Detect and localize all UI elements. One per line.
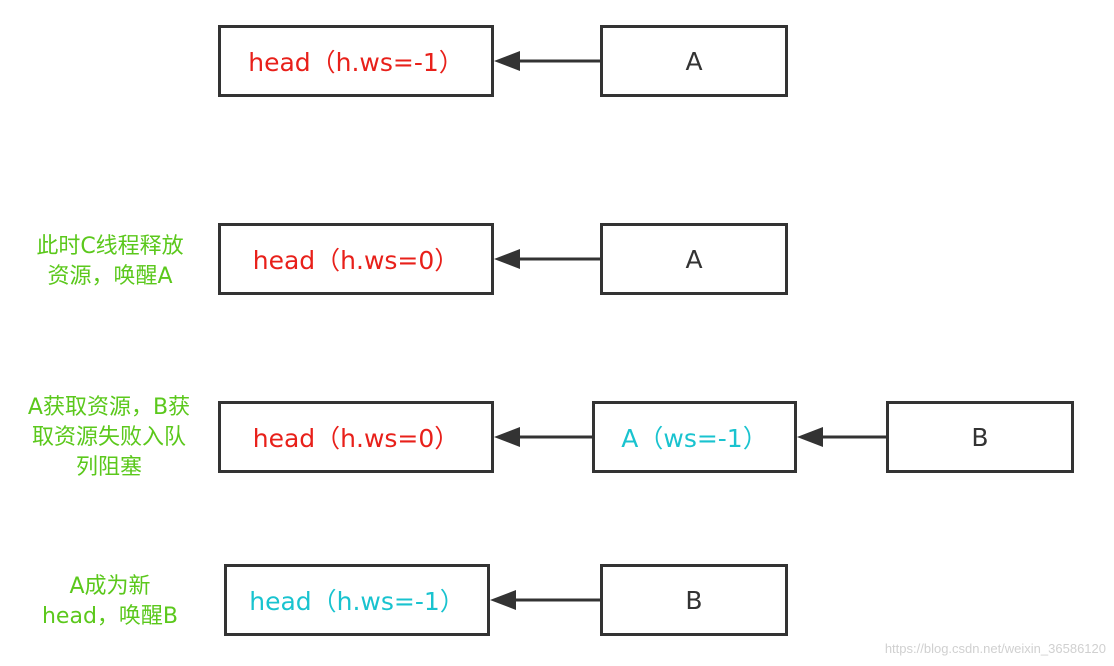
node-label: head（h.ws=-1） [248, 48, 464, 77]
row2-node-a: A [600, 223, 788, 295]
caption-line: A成为新 [69, 574, 151, 599]
row3-caption: A获取资源，B获 取资源失败入队 列阻塞 [4, 393, 214, 483]
row3-node-b: B [886, 401, 1074, 473]
row4-head-node: head（h.ws=-1） [224, 564, 490, 636]
caption-line: 列阻塞 [75, 455, 142, 480]
node-label: head（h.ws=-1） [249, 587, 465, 616]
watermark: https://blog.csdn.net/weixin_36586120 [884, 641, 1106, 656]
arrow-row3-a-to-head [494, 427, 592, 447]
arrow-row2 [494, 249, 600, 269]
node-label: A [685, 244, 703, 274]
node-label: A [685, 46, 703, 76]
row3-head-node: head（h.ws=0） [218, 401, 494, 473]
caption-line: head，唤醒B [41, 604, 179, 629]
row2-caption: 此时C线程释放 资源，唤醒A [12, 232, 208, 292]
node-label: head（h.ws=0） [252, 246, 460, 275]
caption-line: 此时C线程释放 [36, 234, 184, 259]
arrow-row1 [494, 51, 600, 71]
row1-head-node: head（h.ws=-1） [218, 25, 494, 97]
arrow-row4 [490, 590, 600, 610]
caption-line: A获取资源，B获 [27, 395, 191, 420]
row4-node-b: B [600, 564, 788, 636]
node-label: B [685, 585, 703, 615]
row1-node-a: A [600, 25, 788, 97]
row2-head-node: head（h.ws=0） [218, 223, 494, 295]
row3-node-a: A（ws=-1） [592, 401, 797, 473]
row4-caption: A成为新 head，唤醒B [12, 572, 208, 632]
node-label: A（ws=-1） [621, 424, 768, 453]
arrow-row3-b-to-a [797, 427, 886, 447]
node-label: head（h.ws=0） [252, 424, 460, 453]
caption-line: 取资源失败入队 [31, 425, 186, 450]
caption-line: 资源，唤醒A [47, 264, 173, 289]
node-label: B [971, 422, 989, 452]
